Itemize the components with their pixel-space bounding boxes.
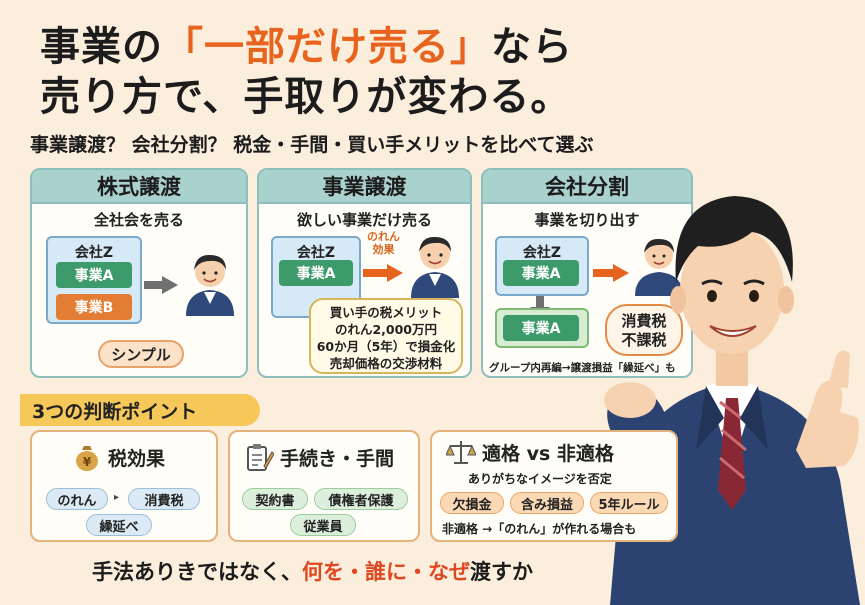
tag-unrealized-gain-loss: 含み損益 [510,492,584,514]
point-title: 適格 vs 非適格 [446,438,614,466]
person-icon [635,238,683,296]
title-highlight: 「一部だけ売る」 [163,24,491,70]
svg-text:¥: ¥ [83,455,92,469]
right-arrow-icon [613,264,629,282]
group-reorg-caption: グループ内再編→譲渡損益「繰延べ」も [489,362,676,374]
card-subtitle: 事業を切り出す [534,211,640,229]
point-card-procedure: 手続き・手間 契約書 債権者保護 従業員 [228,430,420,542]
tax-bubble-line: 消費税 [621,312,667,330]
point-card-tax: ¥ 税効果 のれん ▸ 消費税 繰延べ [30,430,218,542]
title-line-1: 事業の「一部だけ売る」なら [40,24,573,70]
card-subtitle: 全社会を売る [93,211,184,229]
simple-bubble: シンプル [98,340,184,368]
card-title: 会社分割 [483,170,691,204]
tag-contract: 契約書 [242,488,308,510]
company-label: 会社Z [522,245,562,261]
tax-merit-line: 買い手の税メリット [329,305,443,320]
point-title-text: 税効果 [108,447,166,470]
tag-five-year-rule: 5年ルール [590,492,668,514]
business-a-block: 事業A [56,262,132,288]
person-icon [411,236,459,298]
point-title: 手続き・手間 [244,442,394,472]
tax-bubble-line: 不課税 [621,331,667,349]
card-company-split: 会社分割 事業を切り出す 会社Z 事業A 事業A 消費税 不課税 グループ内再編… [481,168,693,378]
noren-label: のれん [367,230,400,243]
tax-merit-line: 売却価格の交渉材料 [329,356,443,371]
point-title-text: 適格 vs 非適格 [482,442,614,465]
point-card-qualified: 適格 vs 非適格 ありがちなイメージを否定 欠損金 含み損益 5年ルール 非適… [430,430,678,542]
title-line-2: 売り方で、手取りが変わる。 [40,74,572,120]
non-qualified-note: 非適格 →「のれん」が作れる場合も [442,522,637,536]
tag-employees: 従業員 [290,514,356,536]
tag-deferral: 繰延べ [86,514,152,536]
footer-pre: 手法ありきではなく、 [92,560,302,584]
tag-consumption-tax: 消費税 [128,488,200,510]
title-pre: 事業の [40,24,163,70]
footer-post: 渡すか [470,560,533,584]
tax-merit-line: のれん2,000万円 [334,322,438,337]
business-a-block: 事業A [279,260,353,286]
money-bag-icon: ¥ [76,446,98,471]
subtitle: 事業譲渡？ 会社分割？ 税金・手間・買い手メリットを比べて選ぶ [30,134,594,156]
tag-loss-carryforward: 欠損金 [440,492,504,514]
business-a-new-block: 事業A [503,315,579,341]
arrow-shaft [363,269,389,277]
point-title-text: 手続き・手間 [280,447,395,470]
footer-highlight: 何を・誰に・なぜ [302,560,470,584]
card-business-transfer: 事業譲渡 欲しい事業だけ売る 会社Z 事業A のれん 効果 買い手の税メリット … [257,168,472,378]
footer-message: 手法ありきではなく、何を・誰に・なぜ渡すか [92,556,533,586]
card-stock-transfer: 株式譲渡 全社会を売る 会社Z 事業A 事業B シンプル [30,168,248,378]
tag-creditor-protection: 債権者保護 [314,488,408,510]
business-b-block: 事業B [56,294,132,320]
point-title: ¥ 税効果 [72,442,165,472]
effect-label: 効果 [372,243,395,256]
card-title: 株式譲渡 [32,170,246,204]
arrow-shaft [593,269,615,277]
tax-merit-line: 60か月（5年）で損金化 [316,339,456,354]
business-a-block: 事業A [503,260,579,286]
balance-scale-icon [446,441,476,464]
card-title: 事業譲渡 [259,170,470,204]
tag-noren: のれん [46,488,108,510]
consumption-tax-bubble: 消費税 不課税 [605,304,683,356]
company-label: 会社Z [74,245,114,261]
person-icon [186,254,234,316]
arrow-shaft [144,281,164,289]
points-banner: 3つの判断ポイント [20,394,260,426]
card-subtitle: 欲しい事業だけ売る [296,211,432,229]
chevron-right-icon: ▸ [114,492,120,503]
company-label: 会社Z [296,245,336,261]
title-post: なら [491,24,573,70]
right-arrow-icon [387,264,403,282]
buyer-tax-merit-bubble: 買い手の税メリット のれん2,000万円 60か月（5年）で損金化 売却価格の交… [309,298,463,374]
clipboard-pen-icon [247,444,274,471]
noren-effect-label: のれん 効果 [367,230,400,256]
point-subtitle: ありがちなイメージを否定 [468,472,612,486]
right-arrow-icon [162,276,178,294]
